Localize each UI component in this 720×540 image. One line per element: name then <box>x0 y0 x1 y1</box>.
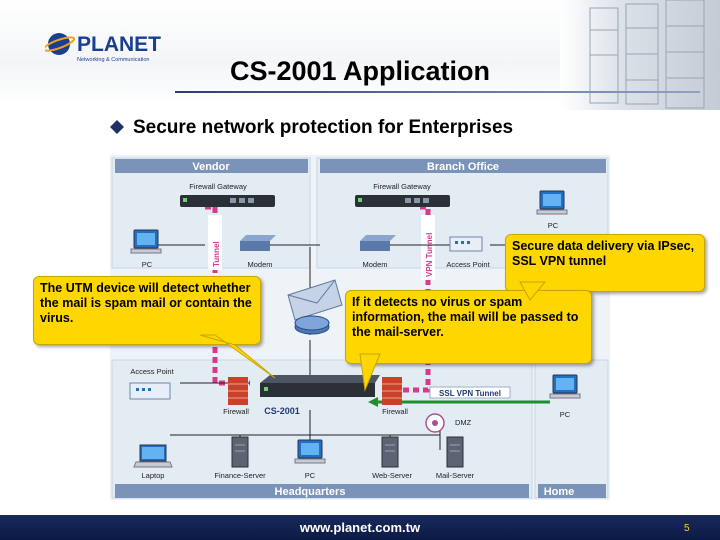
diamond-bullet-icon <box>110 120 124 134</box>
web-server-label: Web-Server <box>372 471 412 480</box>
laptop-icon <box>133 444 173 468</box>
hq-firewall-left-icon <box>228 377 248 405</box>
branch-office-label: Branch Office <box>427 161 499 173</box>
home-pc-label: PC <box>560 410 571 419</box>
branch-office-header <box>320 159 606 173</box>
branch-pc-icon <box>536 190 568 215</box>
hq-firewall-left-label: Firewall <box>223 407 249 416</box>
vendor-pc-icon <box>130 229 162 254</box>
ssl-tunnel-label: SSL VPN Tunnel <box>439 389 501 398</box>
vendor-tunnel-label: Tunnel <box>212 241 221 267</box>
logo-wordmark: PLANET <box>77 33 161 56</box>
dmz-icon <box>425 413 445 433</box>
cs2001-label: CS-2001 <box>264 406 300 416</box>
hq-ap-label: Access Point <box>130 367 174 376</box>
hq-firewall-right-icon <box>382 377 402 405</box>
hq-pc-label: PC <box>305 471 316 480</box>
home-header <box>538 484 606 498</box>
laptop-label: Laptop <box>142 471 165 480</box>
callout-utm-detection: The UTM device will detect whether the m… <box>33 276 261 345</box>
branch-ap-label: Access Point <box>446 260 490 269</box>
headquarters-label: Headquarters <box>275 486 346 498</box>
mail-server-label: Mail-Server <box>436 471 475 480</box>
callout-secure-delivery: Secure data delivery via IPsec, SSL VPN … <box>505 234 705 292</box>
hq-firewall-right-label: Firewall <box>382 407 408 416</box>
home-label: Home <box>544 486 575 498</box>
email-envelope-icon <box>287 279 343 321</box>
home-pc-icon <box>549 374 581 399</box>
vendor-label: Vendor <box>192 161 230 173</box>
bullet-text: Secure network protection for Enterprise… <box>133 117 514 138</box>
router-icon <box>294 315 330 335</box>
dmz-label: DMZ <box>455 418 472 427</box>
vendor-modem-icon <box>240 235 276 251</box>
finance-server-icon <box>231 436 249 468</box>
branch-pc-label: PC <box>548 221 559 230</box>
headquarters-header <box>115 484 529 498</box>
web-server-icon <box>381 436 399 468</box>
mail-server-icon <box>446 436 464 468</box>
vendor-modem-label: Modem <box>247 260 272 269</box>
hq-ap-icon <box>129 382 171 400</box>
branch-ap-icon <box>449 236 483 252</box>
network-diagram: Vendor Branch Office Headquarters Home T… <box>110 155 610 500</box>
planet-logo: PLANET Networking & Communication <box>42 28 165 68</box>
logo-tagline: Networking & Communication <box>77 57 149 63</box>
branch-modem-label: Modem <box>362 260 387 269</box>
finance-server-label: Finance-Server <box>214 471 266 480</box>
vendor-header <box>115 159 308 173</box>
vendor-gateway-label: Firewall Gateway <box>189 182 247 191</box>
branch-gateway-label: Firewall Gateway <box>373 182 431 191</box>
page-number: 5 <box>684 523 690 534</box>
footer-url: www.planet.com.tw <box>299 520 421 535</box>
cs2001-device <box>260 375 380 397</box>
footer-bar <box>0 515 720 540</box>
callout-mail-pass: If it detects no virus or spam informati… <box>345 290 592 364</box>
vendor-pc-label: PC <box>142 260 153 269</box>
slide-title: CS-2001 Application <box>229 56 491 86</box>
title-underline <box>175 91 700 93</box>
branch-modem-icon <box>360 235 396 251</box>
branch-tunnel-label: VPN Tunnel <box>425 233 434 277</box>
hq-pc-icon <box>294 439 326 464</box>
